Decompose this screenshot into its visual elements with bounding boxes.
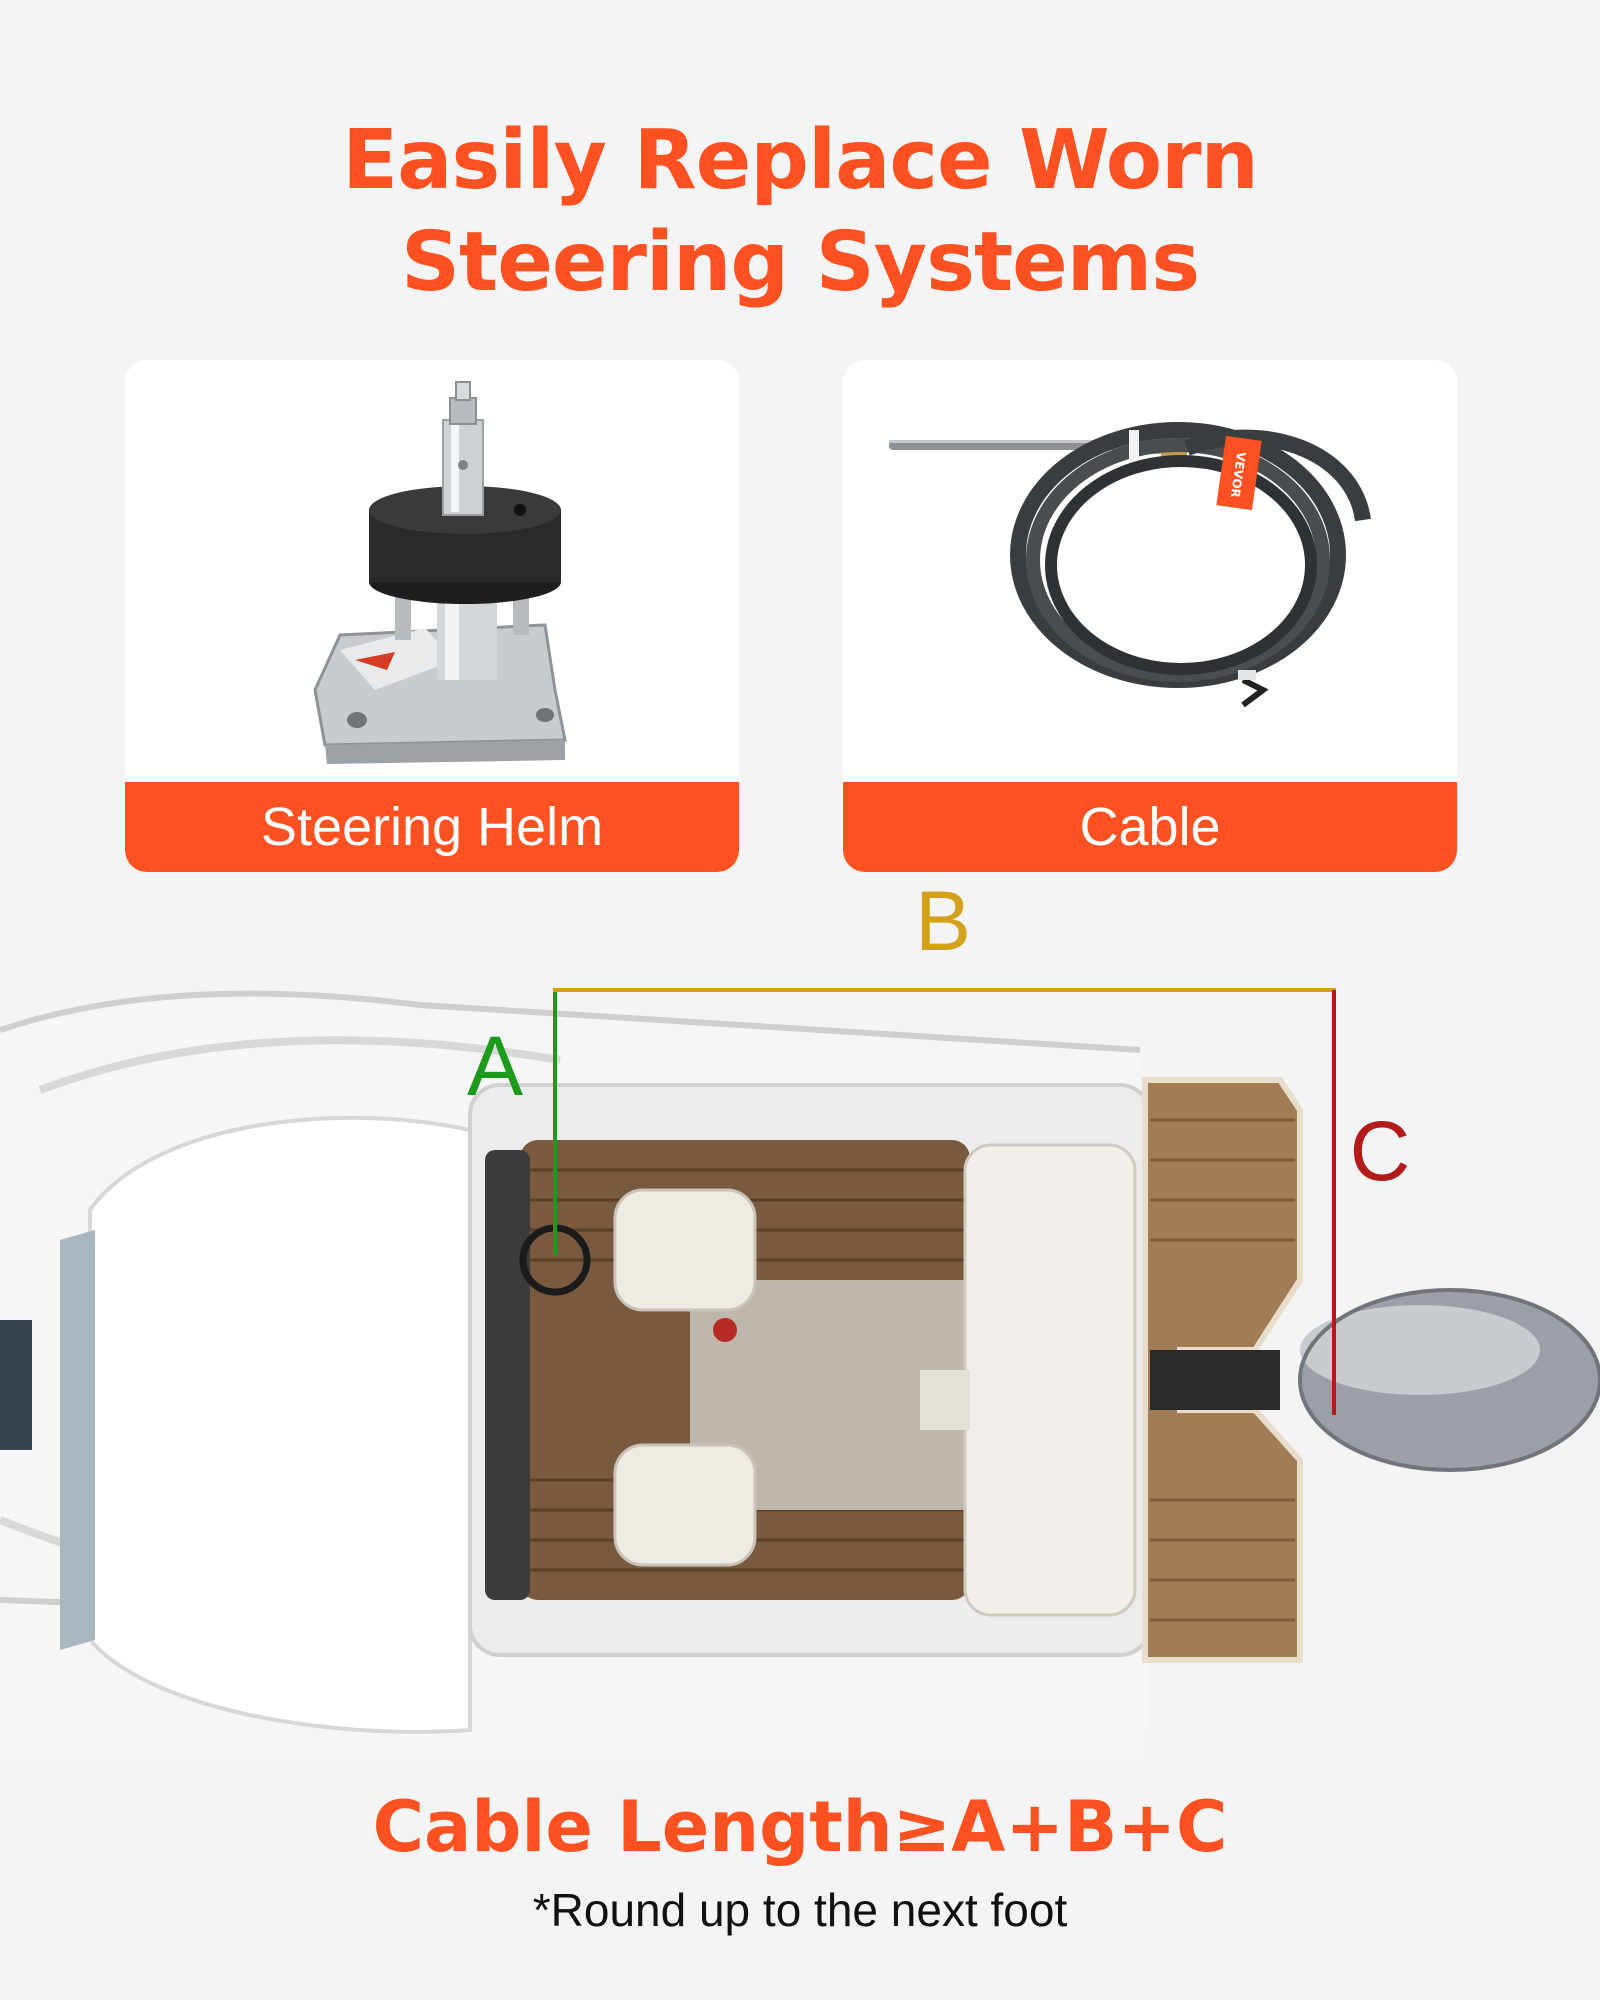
- dimension-label-c: C: [1350, 1104, 1411, 1198]
- dimension-label-b: B: [915, 880, 971, 968]
- cable-length-formula: Cable Length≥A+B+C: [372, 1786, 1228, 1868]
- rounding-note: *Round up to the next foot: [532, 1884, 1068, 1936]
- steering-helm-image: [313, 381, 567, 764]
- steering-helm-label: Steering Helm: [125, 782, 739, 872]
- steering-cable-coil-image: VEVOR: [889, 422, 1371, 708]
- title-line-1: Easily Replace Worn: [342, 113, 1259, 208]
- dimension-label-a: A: [467, 1019, 523, 1113]
- product-card-steering-helm: Steering Helm: [125, 360, 739, 872]
- title-line-2: Steering Systems: [400, 215, 1200, 310]
- page-title: Easily Replace Worn Steering Systems: [0, 110, 1600, 314]
- cable-label: Cable: [843, 782, 1457, 872]
- cable-brand-tag: VEVOR: [1228, 451, 1248, 499]
- product-card-cable: VEVOR Cable: [843, 360, 1457, 872]
- boat-measurement-diagram: A B C: [0, 880, 1600, 1760]
